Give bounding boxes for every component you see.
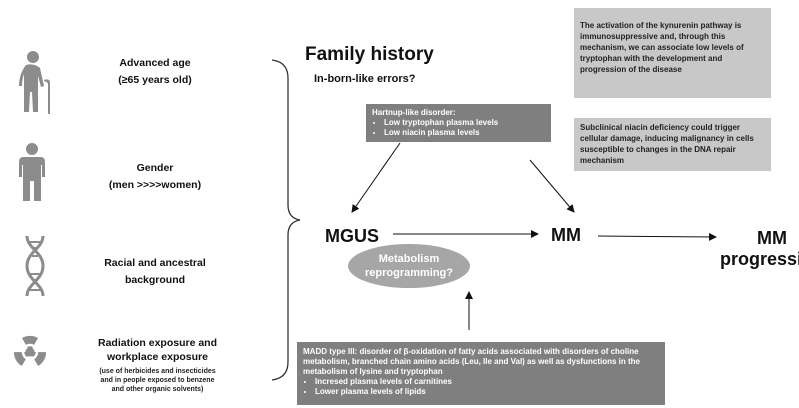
mm-progression-line1: MM (757, 228, 788, 248)
mgus-node: MGUS (325, 226, 379, 246)
niacin-box: Subclinical niacin deficiency could trig… (574, 118, 771, 171)
madd-list: Incresed plasma levels of carnitines Low… (303, 377, 659, 397)
arrow-hartnup-to-mgus (351, 142, 401, 213)
hartnup-title: Hartnup-like disorder: (372, 108, 456, 117)
list-item: Lower plasma levels of lipids (315, 387, 659, 397)
list-item: Low tryptophan plasma levels (384, 118, 545, 128)
elderly-person-icon (14, 50, 60, 116)
inborn-errors-label: In-born-like errors? (314, 73, 416, 85)
list-item: Low niacin plasma levels (384, 128, 545, 138)
madd-text: MADD type III: disorder of β-oxidation o… (303, 347, 640, 376)
risk-factor-subtitle: workplace exposure (107, 351, 208, 363)
risk-factor-age: Advanced age (≥65 years old) (90, 55, 220, 89)
note-line: (use of herbicides and insecticides (99, 368, 216, 375)
arrow-hartnup-to-mm (529, 159, 575, 213)
risk-factor-subtitle: (men >>>>women) (108, 179, 202, 191)
mm-progression-line2: progression (720, 249, 799, 269)
niacin-text: Subclinical niacin deficiency could trig… (580, 123, 754, 165)
radiation-icon (8, 331, 52, 373)
note-line: and other organic solvents) (111, 386, 204, 393)
risk-factor-title: Racial and ancestral (104, 257, 206, 269)
risk-factor-subtitle: background (124, 274, 186, 286)
oval-line1: Metabolism (378, 253, 440, 265)
risk-factor-racial: Racial and ancestral background (80, 255, 230, 289)
kynurenin-text: The activation of the kynurenin pathway … (580, 21, 744, 74)
grouping-brace (271, 59, 301, 381)
hartnup-box: Hartnup-like disorder: Low tryptophan pl… (366, 104, 551, 142)
risk-factor-gender: Gender (men >>>>women) (90, 160, 220, 194)
person-icon (17, 143, 47, 203)
risk-factor-title: Gender (136, 162, 174, 174)
kynurenin-box: The activation of the kynurenin pathway … (574, 8, 771, 98)
metabolism-reprogramming-oval: Metabolism reprogramming? (348, 244, 470, 288)
family-history-title: Family history (305, 44, 434, 65)
mm-node: MM (551, 225, 581, 245)
note-line: and in people exposed to benzene (100, 377, 215, 384)
hartnup-list: Low tryptophan plasma levels Low niacin … (372, 118, 545, 138)
arrow-mm-to-progression (597, 232, 717, 241)
madd-box: MADD type III: disorder of β-oxidation o… (297, 342, 665, 405)
risk-factor-subtitle: (≥65 years old) (118, 74, 192, 86)
risk-factor-radiation: Radiation exposure and workplace exposur… (70, 336, 245, 394)
list-item: Incresed plasma levels of carnitines (315, 377, 659, 387)
mm-progression-node: MM progression (720, 228, 799, 270)
risk-factor-title: Radiation exposure and (97, 337, 218, 349)
risk-factor-note: (use of herbicides and insecticides and … (70, 367, 245, 394)
risk-factor-title: Advanced age (119, 57, 191, 69)
oval-line2: reprogramming? (364, 267, 453, 279)
dna-helix-icon (22, 234, 48, 298)
